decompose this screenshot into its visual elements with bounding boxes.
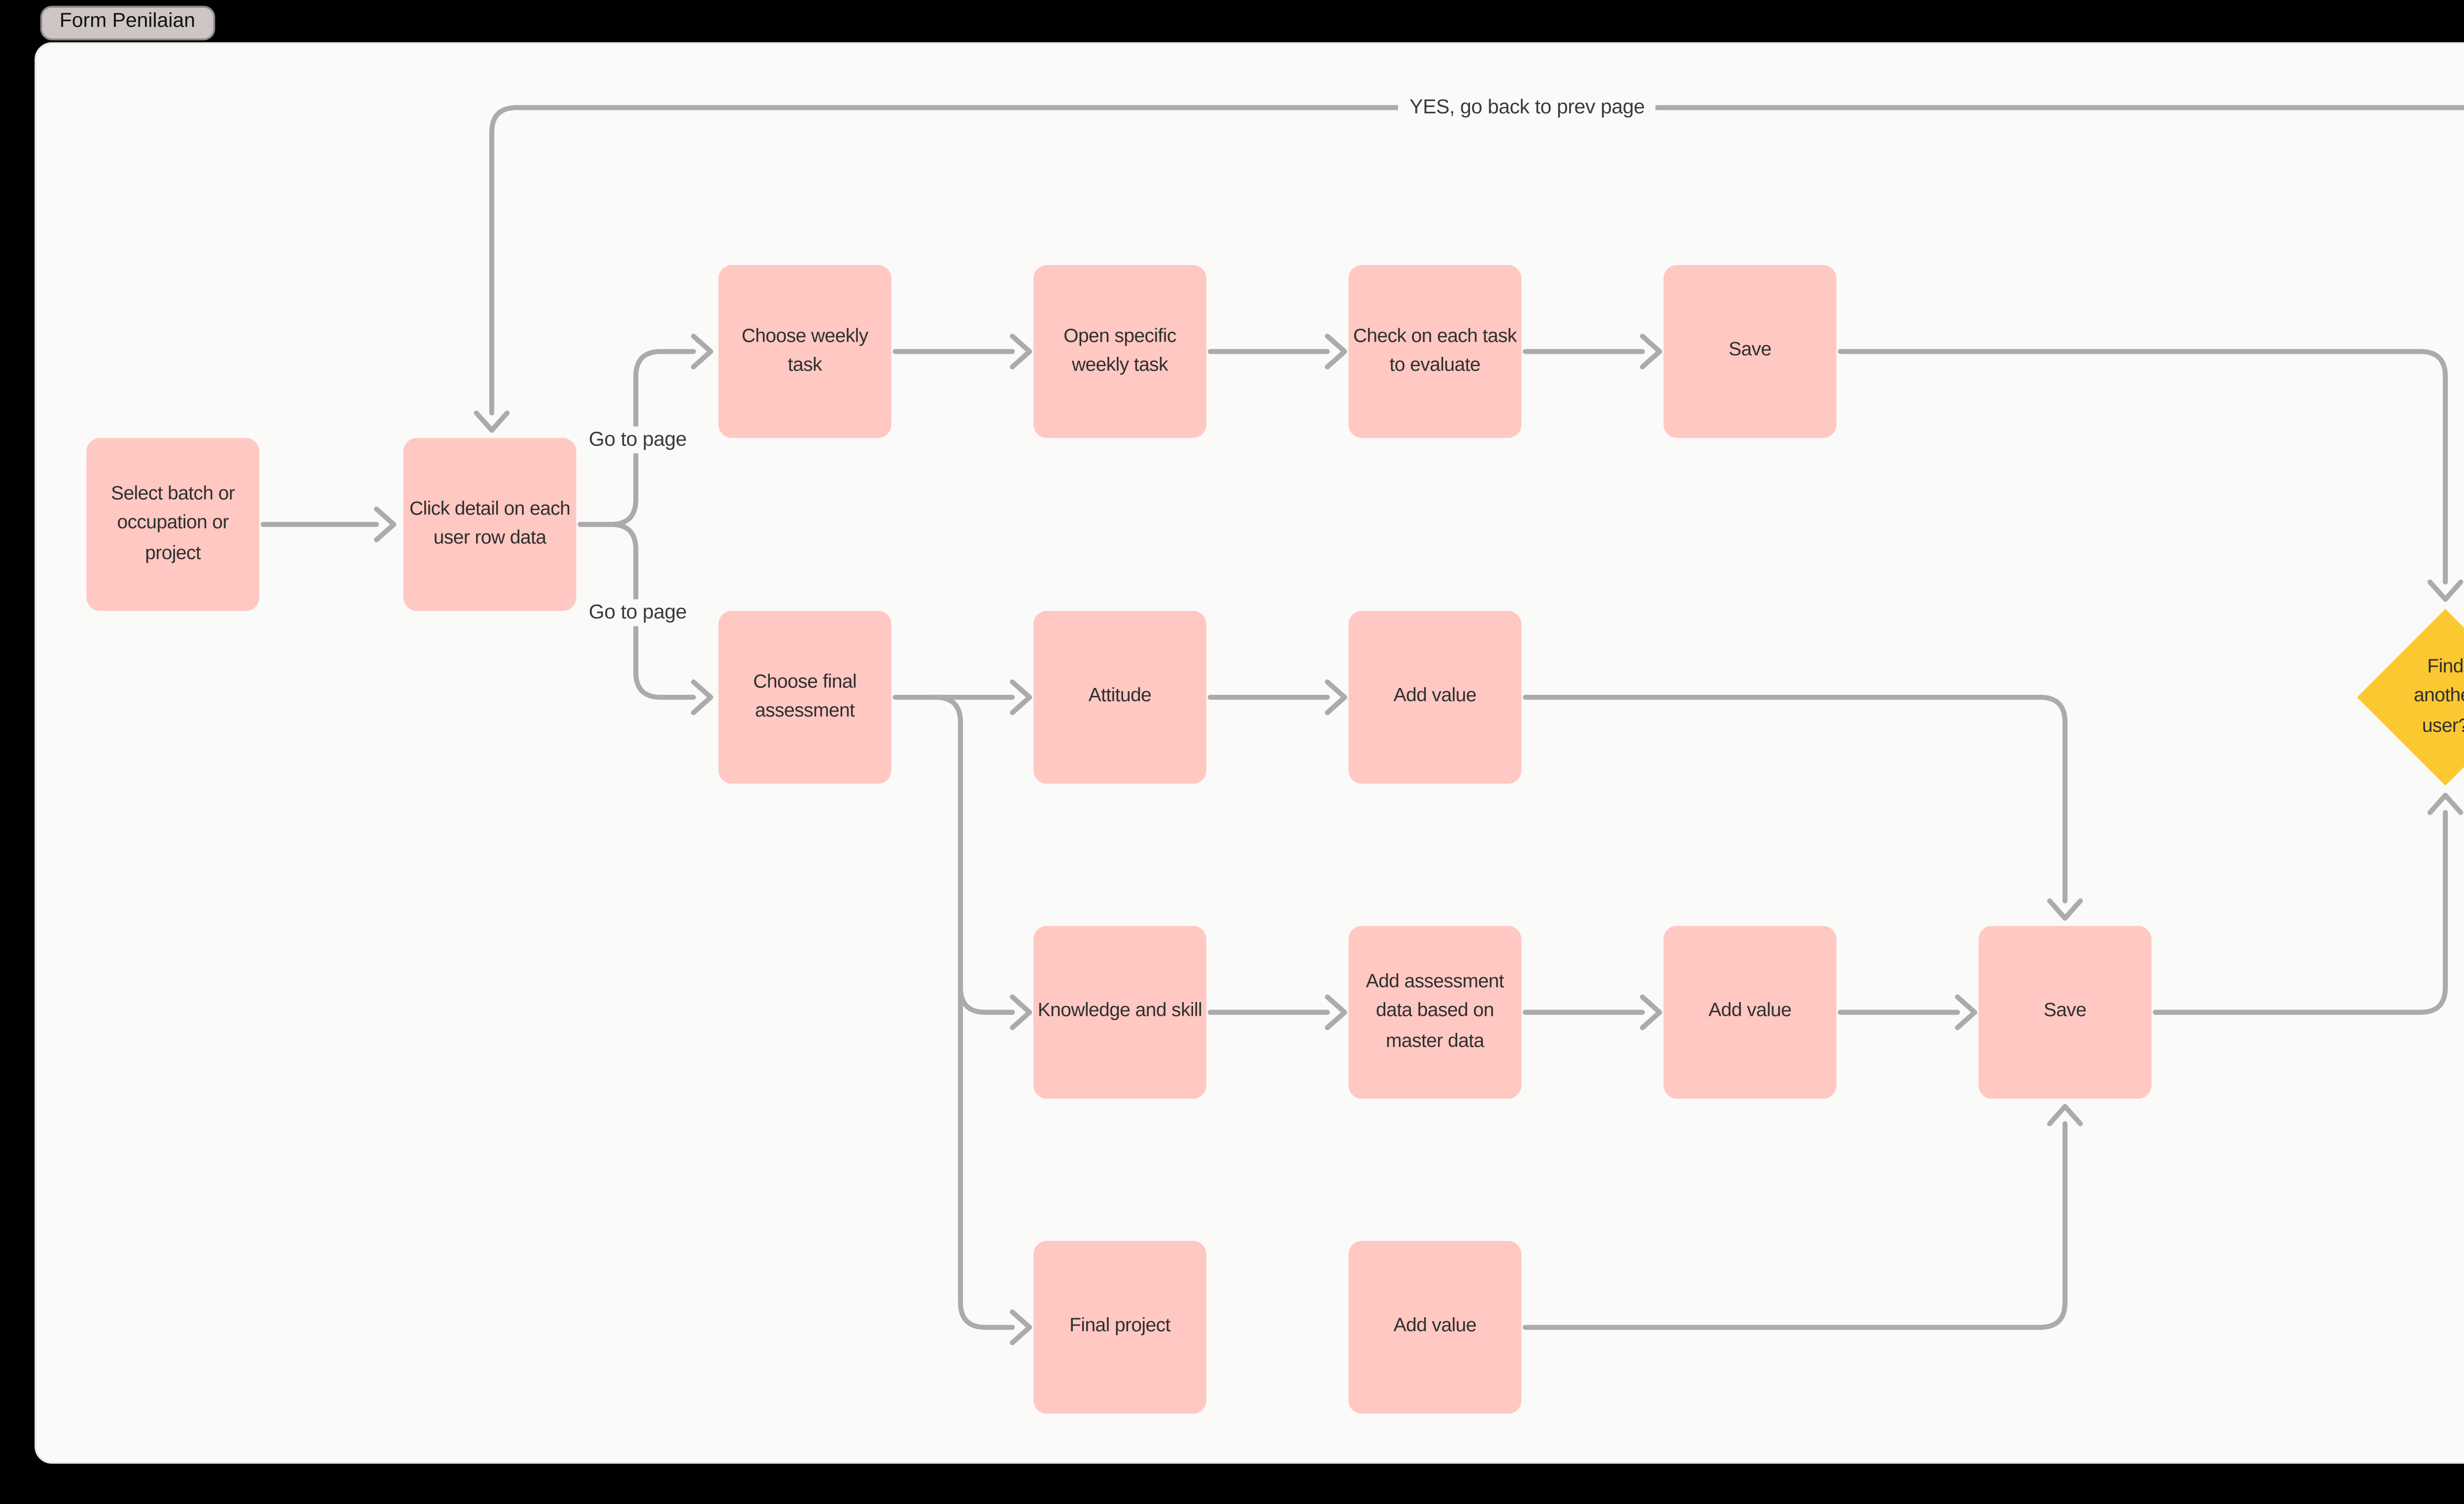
flowchart-canvas[interactable] xyxy=(34,42,2464,1464)
edge-saveweekly-to-diamond[interactable] xyxy=(1838,349,2464,602)
node-final-project[interactable]: Final project xyxy=(1033,1241,1206,1414)
edge-finaladdvalue-to-savefinal[interactable] xyxy=(1522,1104,2083,1330)
edge-label-go-to-page-weekly[interactable]: Go to page xyxy=(577,426,698,453)
edge-addvalue-to-savefinal[interactable] xyxy=(1838,994,1978,1030)
edge-label-go-to-page-final[interactable]: Go to page xyxy=(577,599,698,626)
edge-check-to-save[interactable] xyxy=(1522,334,1662,370)
edge-openspecific-to-check[interactable] xyxy=(1207,334,1347,370)
edge-final-to-finalproject[interactable] xyxy=(958,985,1032,1345)
node-attitude[interactable]: Attitude xyxy=(1033,611,1206,784)
edge-assessdata-to-addvalue[interactable] xyxy=(1522,994,1662,1030)
node-knowledge-add-value[interactable]: Add value xyxy=(1663,925,1837,1099)
edge-weekly-to-openspecific[interactable] xyxy=(892,334,1032,370)
node-final-add-value[interactable]: Add value xyxy=(1348,1241,1522,1414)
edge-diamond-yes-loop[interactable] xyxy=(474,105,2464,697)
node-choose-weekly-task[interactable]: Choose weekly task xyxy=(718,265,891,438)
node-open-specific-weekly-task[interactable]: Open specific weekly task xyxy=(1033,265,1206,438)
edge-label-yes-loop[interactable]: YES, go back to prev page xyxy=(1398,94,1656,121)
node-save-final[interactable]: Save xyxy=(1978,925,2152,1099)
edge-savefinal-to-diamond[interactable] xyxy=(2153,792,2464,1015)
node-knowledge-and-skill[interactable]: Knowledge and skill xyxy=(1033,925,1206,1099)
node-click-detail[interactable]: Click detail on each user row data xyxy=(403,438,577,611)
node-check-on-each-task[interactable]: Check on each task to evaluate xyxy=(1348,265,1522,438)
node-attitude-add-value[interactable]: Add value xyxy=(1348,611,1522,784)
node-choose-final-assessment[interactable]: Choose final assessment xyxy=(718,611,891,784)
node-select-batch[interactable]: Select batch or occupation or project xyxy=(86,438,260,611)
edge-final-to-attitude[interactable] xyxy=(892,679,1032,716)
node-add-assessment-data[interactable]: Add assessment data based on master data xyxy=(1348,925,1522,1099)
edge-attitude-to-addvalue[interactable] xyxy=(1207,679,1347,716)
edge-final-to-knowledge[interactable] xyxy=(933,694,1032,1030)
node-save-weekly[interactable]: Save xyxy=(1663,265,1837,438)
board-tab[interactable]: Form Penilaian xyxy=(40,5,215,40)
edge-select-to-clickdetail[interactable] xyxy=(260,506,397,543)
edge-knowledge-to-assessdata[interactable] xyxy=(1207,994,1347,1030)
edge-attitudeaddvalue-to-savefinal[interactable] xyxy=(1522,694,2083,921)
